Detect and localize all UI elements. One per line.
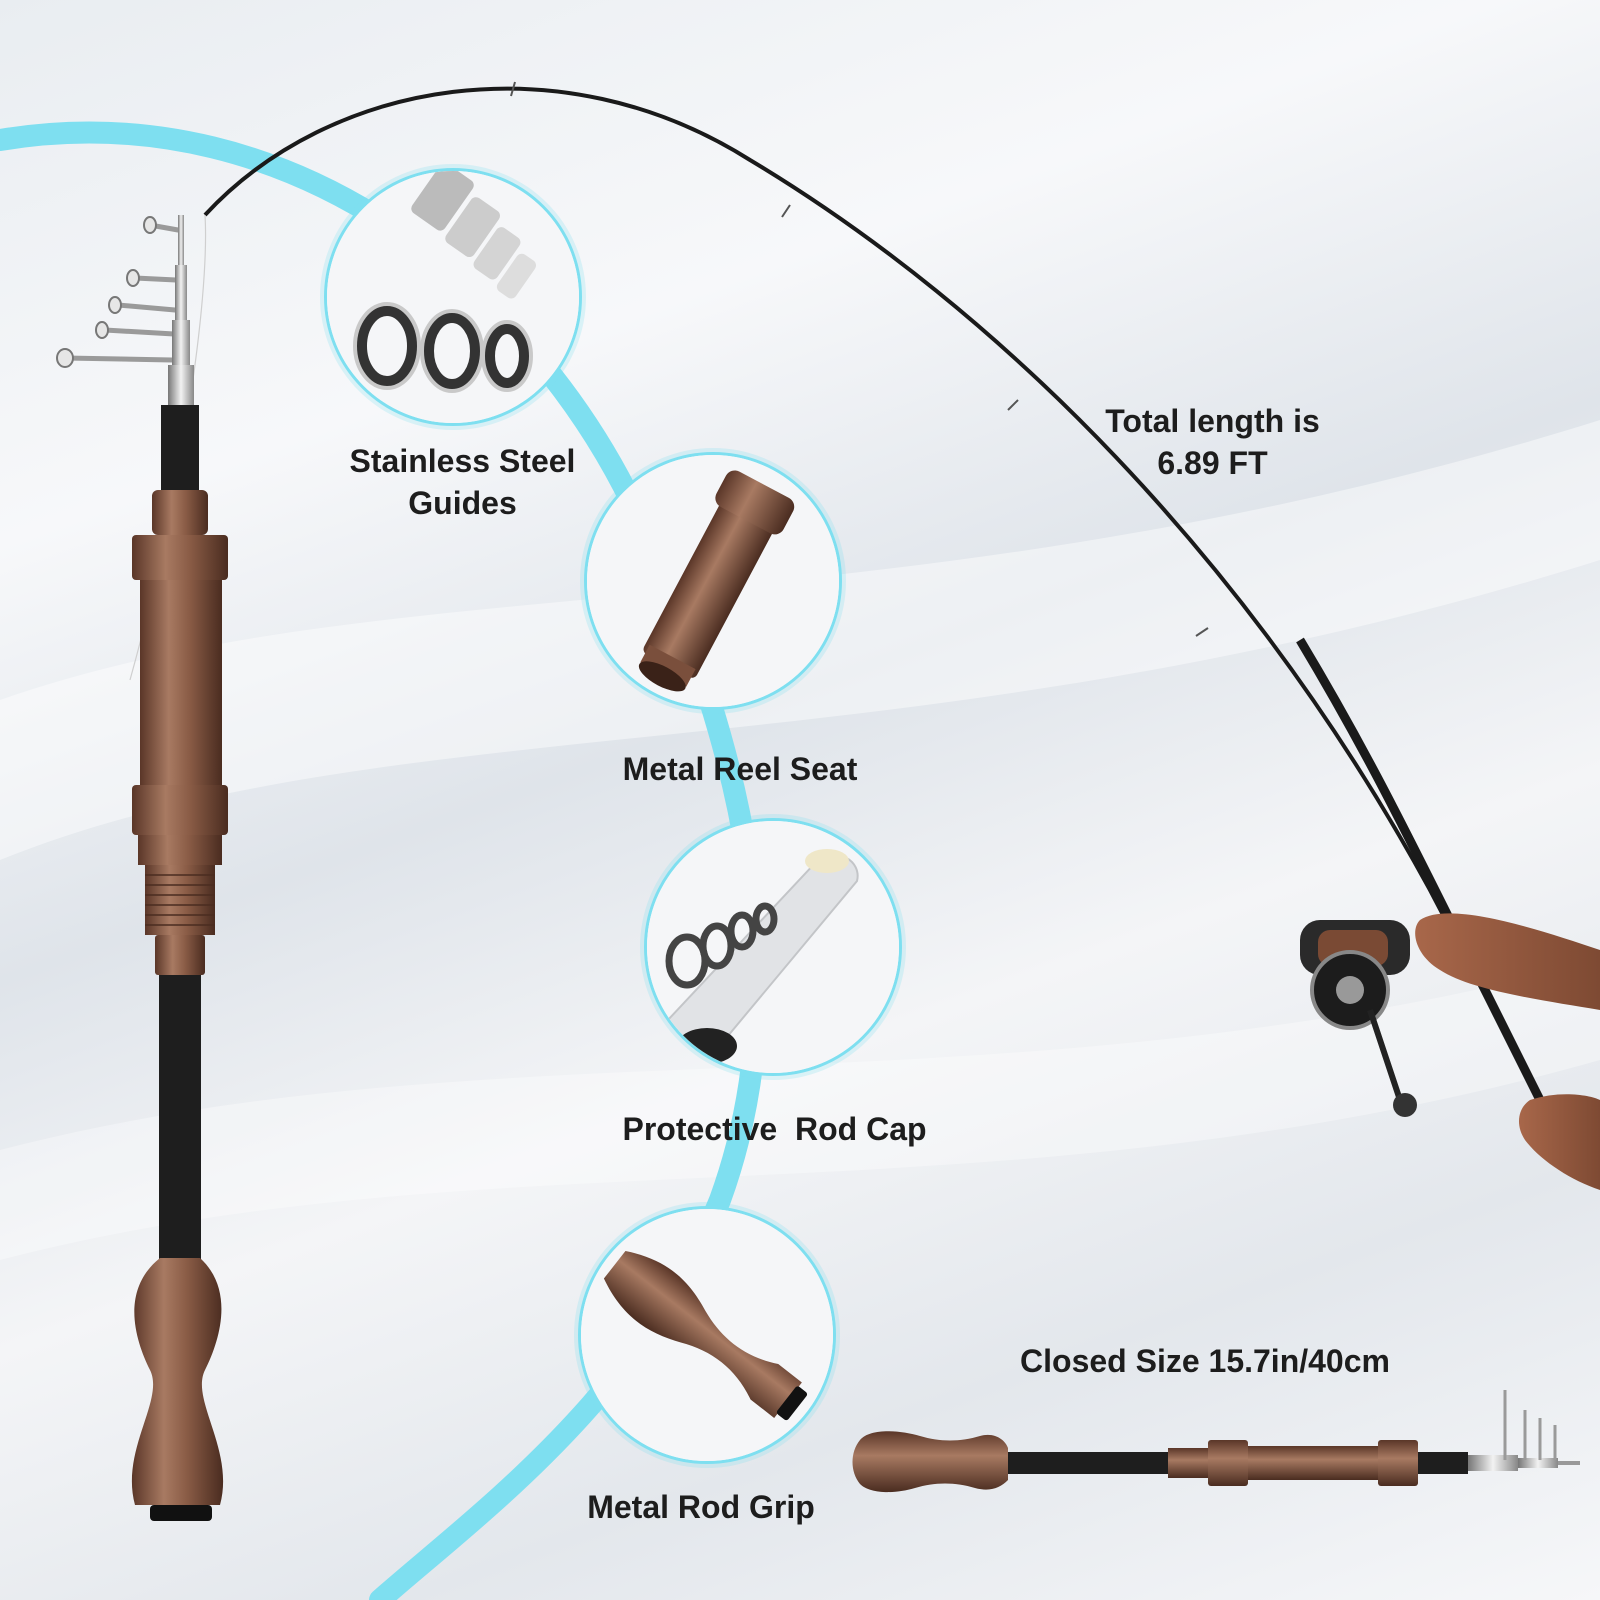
hand-lower [1518,1094,1600,1190]
rod-cap-detail-circle [644,818,902,1076]
guides-label: Stainless Steel Guides [349,443,576,521]
spinning-reel [1300,920,1417,1117]
vertical-rod [56,215,228,1521]
total-length-label: Total length is 6.89 FT [1105,403,1320,481]
bent-rod [203,86,1542,1101]
rod-cap-label: Protective Rod Cap [622,1111,927,1147]
reel-seat-detail-circle [584,452,842,710]
closed-size-label: Closed Size 15.7in/40cm [1020,1343,1390,1379]
reel-seat-label: Metal Reel Seat [622,751,858,787]
guides-detail-circle [324,168,582,426]
rod-grip-label: Metal Rod Grip [587,1489,815,1525]
closed-rod [852,1390,1580,1493]
hand-upper [1415,913,1600,1010]
rod-grip-detail-circle [578,1206,836,1464]
